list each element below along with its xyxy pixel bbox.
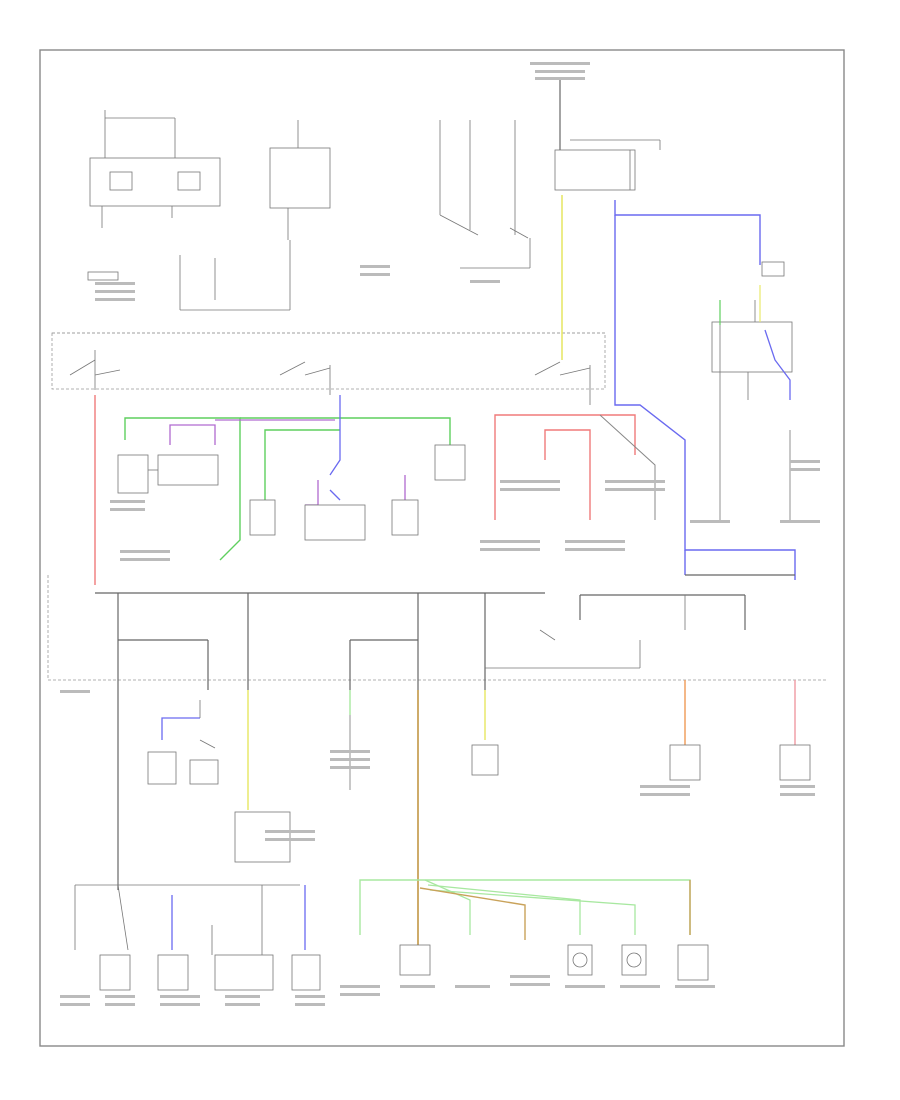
- blue-wire-right-loop: [614, 215, 796, 580]
- red-wire-right-3: [590, 414, 636, 455]
- lower-left-circuits: [74, 690, 300, 955]
- tan-wire-branch-1: [419, 887, 526, 940]
- relay-block-top-left: [87, 110, 221, 281]
- red-wire-right-2: [544, 429, 591, 520]
- red-wire-right-group: [494, 414, 590, 520]
- blue-wire-top-right: [614, 200, 761, 265]
- relay-block-right: [711, 261, 793, 520]
- bus-drops: [117, 593, 686, 690]
- green-wire-branch-2: [427, 884, 581, 935]
- blue-wire-mid-2: [329, 489, 341, 501]
- middle-component-boxes: [117, 444, 466, 541]
- fuse-box-switches: [69, 350, 591, 405]
- mid-relay-box: [234, 811, 291, 863]
- relay-block-top-center: [439, 120, 531, 269]
- label-marks: [60, 62, 820, 1006]
- under-dash-fuse-box-outline: [51, 332, 606, 390]
- violet-wire-3: [305, 480, 319, 506]
- grey-wire-right: [599, 414, 656, 520]
- green-wire-3: [264, 429, 340, 500]
- green-wire-2: [240, 417, 451, 445]
- blue-wire-mid: [329, 395, 341, 476]
- green-wire-branch-3: [429, 889, 636, 935]
- battery-feed: [554, 80, 661, 191]
- violet-wire-1: [169, 424, 216, 445]
- lower-component-boxes: [99, 744, 811, 991]
- relay-block-top-mid: [179, 120, 331, 311]
- diagram-frame: [39, 49, 845, 1047]
